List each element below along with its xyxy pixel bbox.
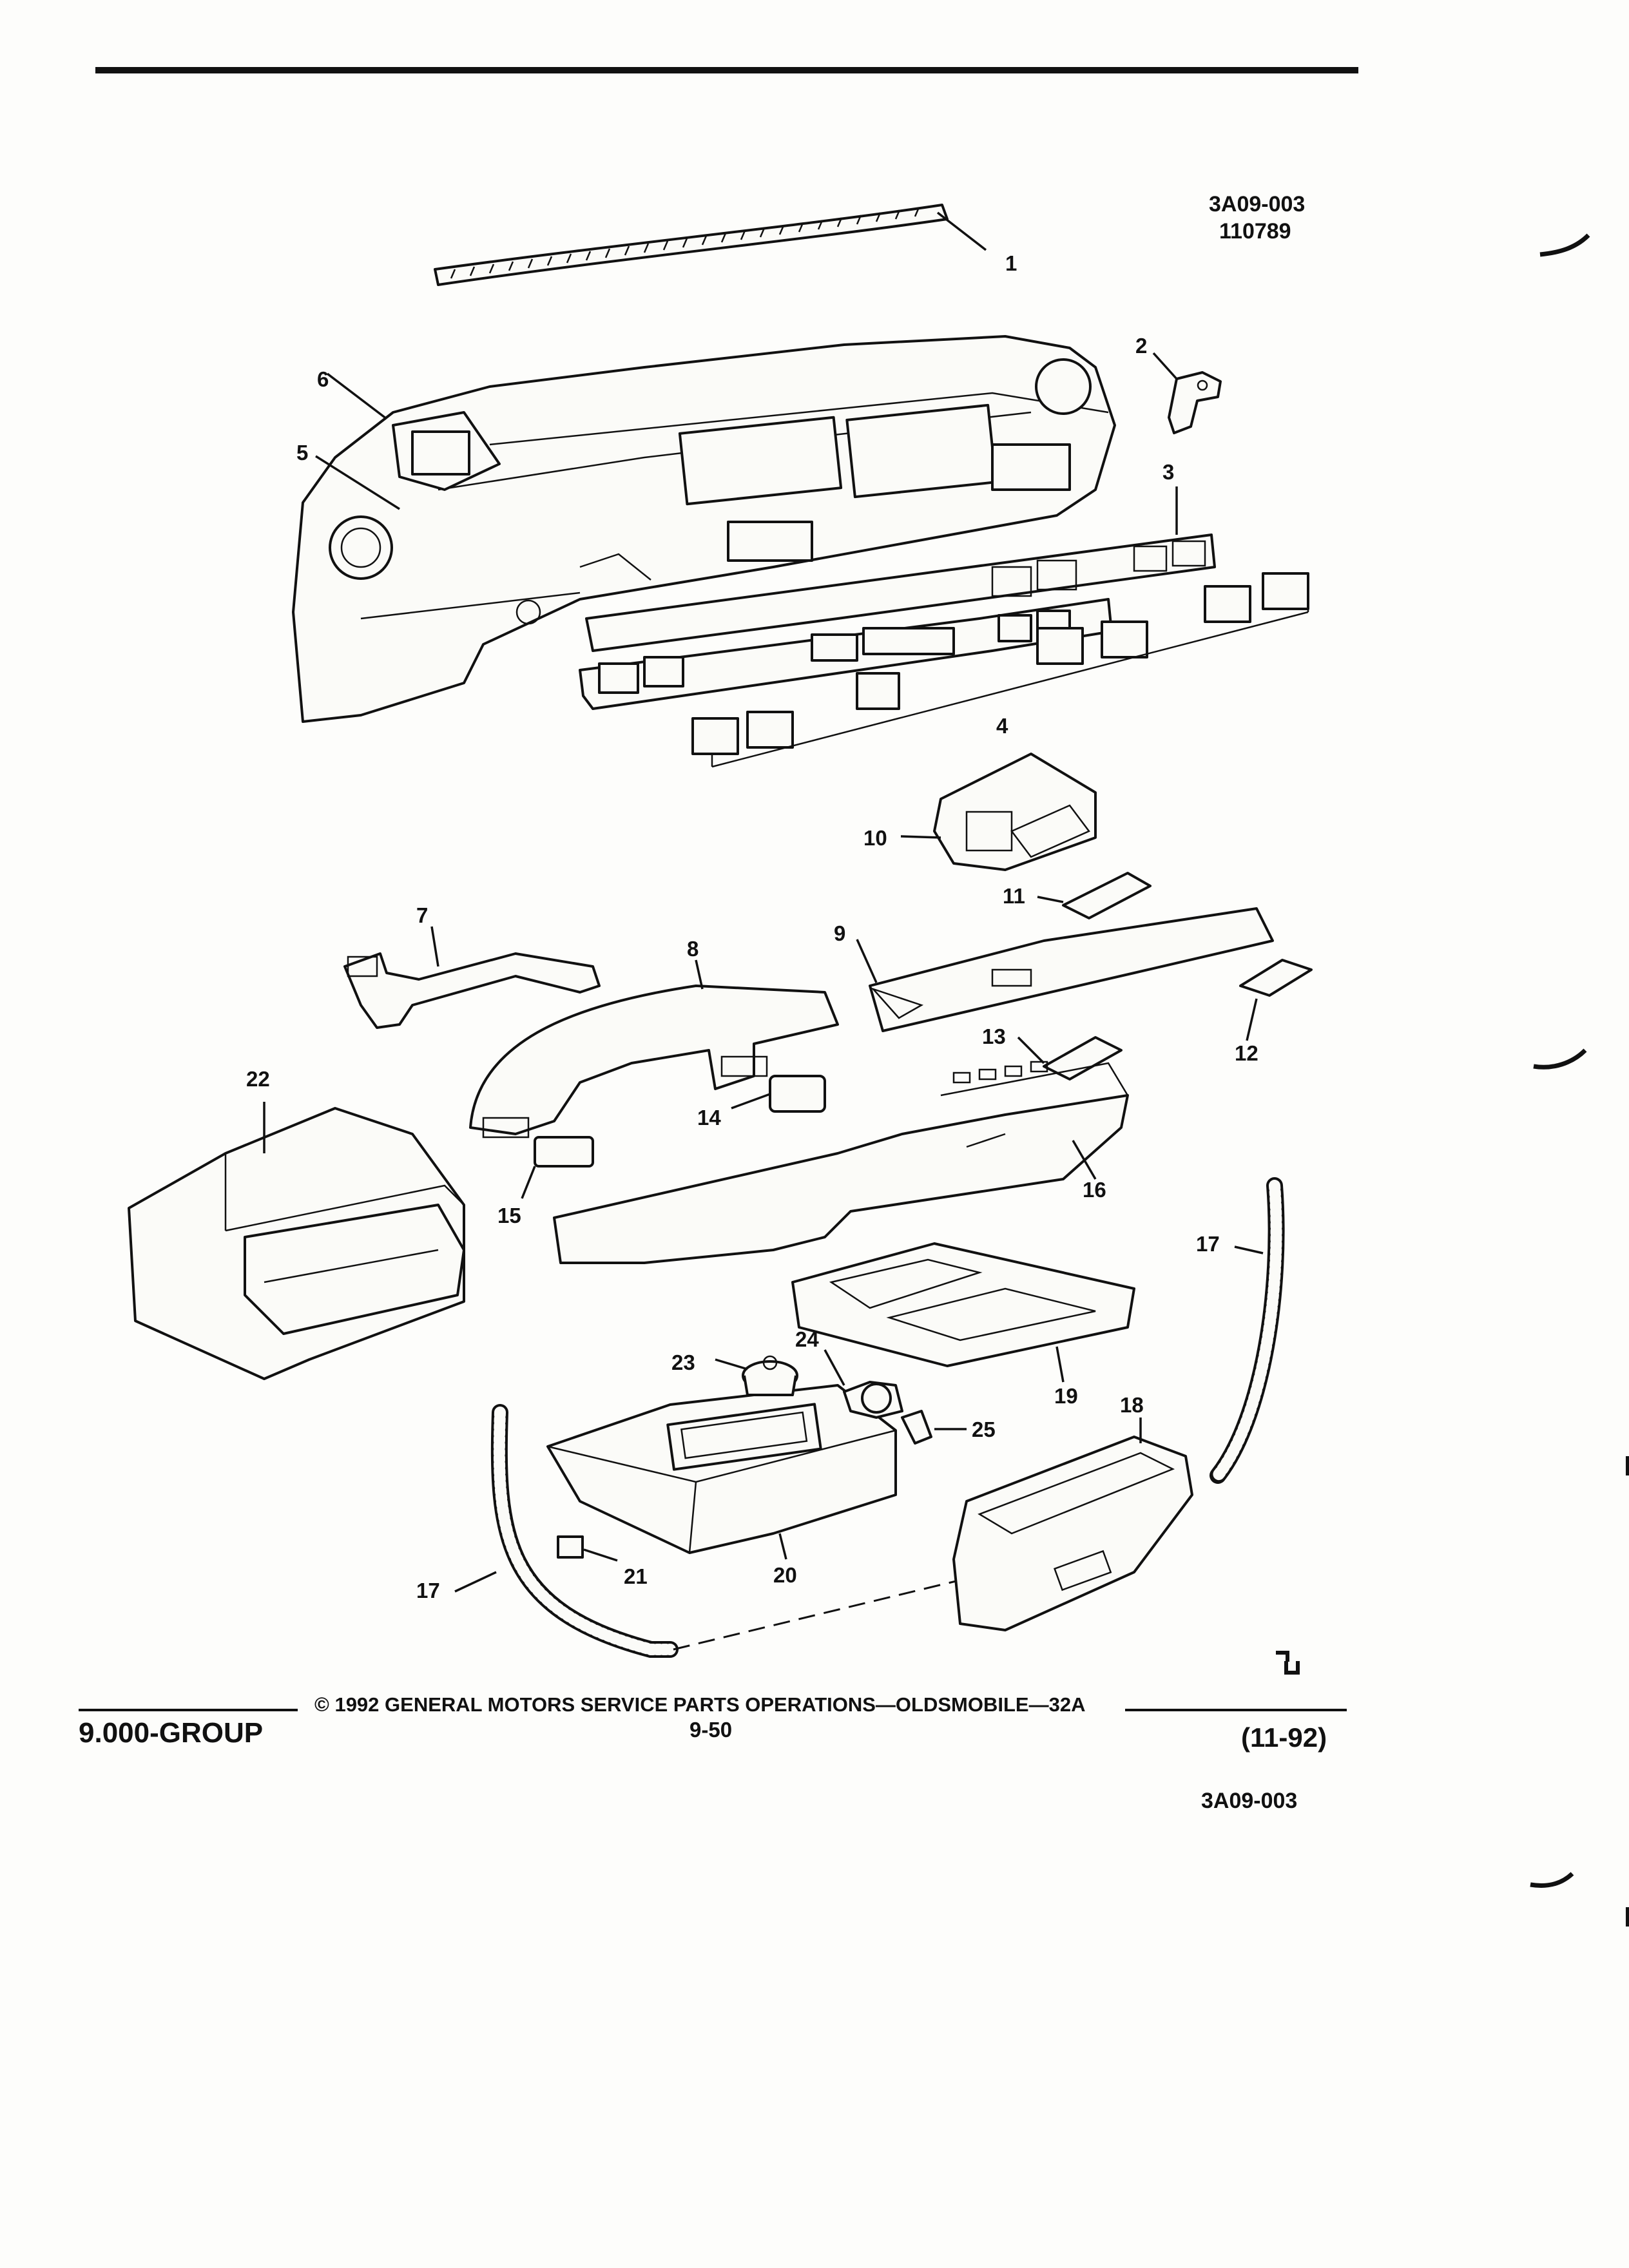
footer-rule-left xyxy=(79,1709,298,1711)
part-16-lower-duct xyxy=(553,1061,1129,1264)
callout-7: 7 xyxy=(416,903,428,927)
part-11-vent-seal xyxy=(1037,872,1152,919)
callout-20: 20 xyxy=(773,1563,797,1587)
callout-17b: 17 xyxy=(416,1579,440,1602)
callout-16: 16 xyxy=(1083,1178,1106,1202)
figure-code-top: 3A09-003 xyxy=(1209,192,1306,216)
callout-1: 1 xyxy=(1005,251,1017,275)
publisher-mark-icon xyxy=(1276,1651,1300,1675)
callout-21: 21 xyxy=(624,1564,648,1588)
callout-9: 9 xyxy=(834,921,845,945)
callout-8: 8 xyxy=(687,937,699,961)
part-25-resistor xyxy=(901,1410,967,1445)
part-20-module-case xyxy=(546,1384,897,1560)
footer-date: (11-92) xyxy=(1241,1722,1327,1753)
callout-19: 19 xyxy=(1054,1384,1078,1408)
scan-edge-marks xyxy=(1530,233,1629,1927)
part-19-gasket xyxy=(791,1242,1135,1383)
callout-6: 6 xyxy=(317,367,329,391)
part-14-vent-seal xyxy=(731,1075,826,1113)
footer-rule-right xyxy=(1125,1709,1347,1711)
part-24-blower-motor xyxy=(824,1349,903,1419)
footer-group: 9.000-GROUP xyxy=(79,1717,264,1749)
callout-3: 3 xyxy=(1162,460,1174,484)
top-rule xyxy=(95,67,1358,73)
part-22-heater-case xyxy=(128,1102,465,1380)
part-3-bezel xyxy=(585,486,1216,652)
figure-date-code: 110789 xyxy=(1219,219,1291,244)
instrument-panel-assembly xyxy=(292,335,1116,723)
part-23-actuator xyxy=(715,1355,798,1396)
callout-23: 23 xyxy=(671,1350,695,1374)
footer-copyright: © 1992 GENERAL MOTORS SERVICE PARTS OPER… xyxy=(314,1693,1086,1716)
callout-5: 5 xyxy=(296,441,308,465)
part-12-vent-seal xyxy=(1239,959,1313,1041)
callout-22: 22 xyxy=(246,1067,270,1091)
callout-2: 2 xyxy=(1135,334,1147,358)
callout-13: 13 xyxy=(982,1024,1006,1048)
part-17-hoses xyxy=(454,1177,1285,1658)
footer-page-number: 9-50 xyxy=(689,1718,733,1742)
callout-4: 4 xyxy=(996,714,1008,738)
part-4-trim-vents xyxy=(579,572,1309,768)
callout-12: 12 xyxy=(1235,1041,1258,1065)
part-9-center-duct xyxy=(856,907,1274,1032)
part-13-vent-seal xyxy=(1017,1036,1123,1081)
part-10-duct xyxy=(900,753,1097,871)
part-21-clip xyxy=(557,1535,618,1562)
part-18-air-inlet xyxy=(952,1418,1193,1631)
callout-14: 14 xyxy=(697,1106,721,1129)
part-1-defroster-grille xyxy=(434,204,987,286)
callout-25: 25 xyxy=(972,1418,996,1441)
callout-17a: 17 xyxy=(1196,1232,1220,1256)
figure-code-bottom: 3A09-003 xyxy=(1201,1789,1298,1813)
callout-15: 15 xyxy=(497,1204,521,1227)
part-2-bracket xyxy=(1152,352,1222,434)
part-8-upper-duct xyxy=(469,959,839,1139)
callout-10: 10 xyxy=(863,826,887,850)
callout-labels: 1 2 3 4 5 6 7 8 9 10 11 12 13 14 15 16 1… xyxy=(246,251,1258,1602)
part-7-defrost-duct xyxy=(343,926,601,1029)
callout-11: 11 xyxy=(1003,884,1025,908)
callout-24: 24 xyxy=(795,1327,819,1351)
callout-18: 18 xyxy=(1120,1393,1144,1417)
part-15-vent-seal xyxy=(521,1136,594,1199)
